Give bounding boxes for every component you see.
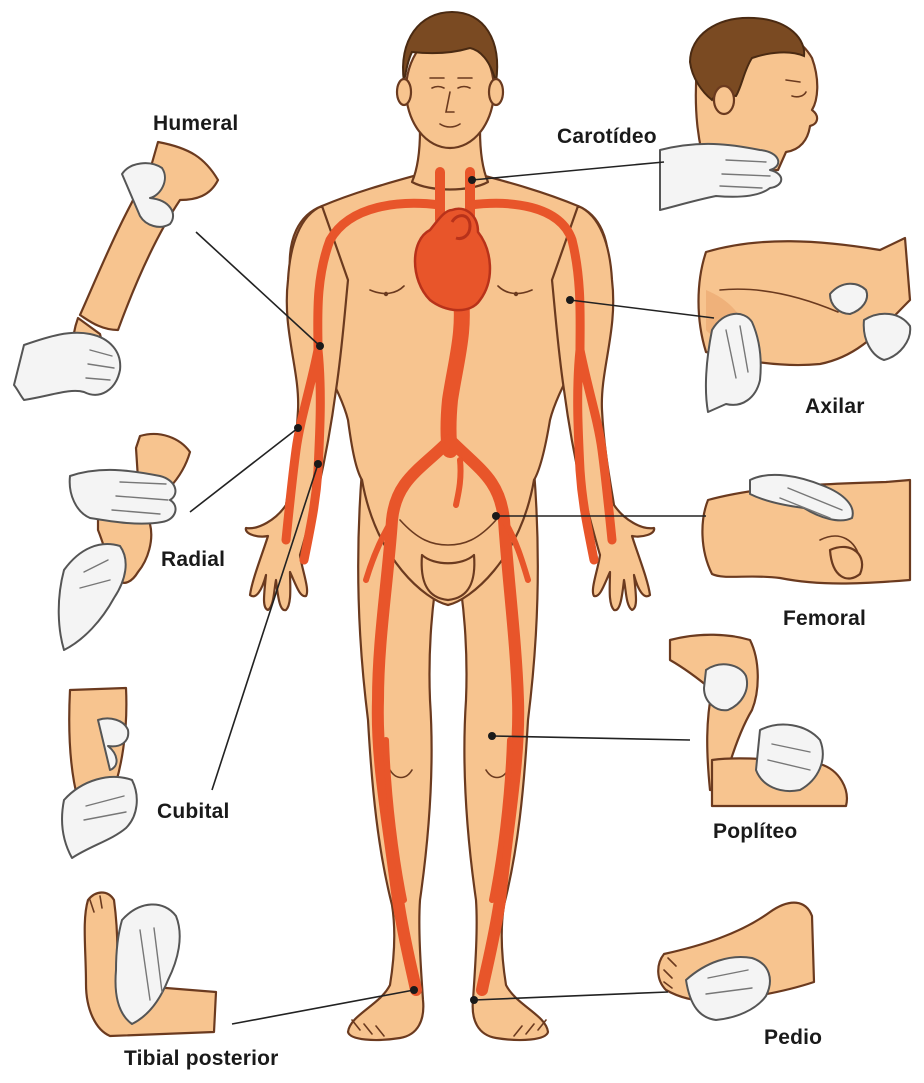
right-arm — [552, 206, 654, 610]
left-arm — [246, 206, 348, 610]
label-popliteo: Poplíteo — [713, 820, 797, 844]
axillary-illustration — [699, 238, 911, 412]
label-humeral: Humeral — [153, 112, 238, 136]
label-carotideo: Carotídeo — [557, 125, 657, 149]
femoral-illustration — [702, 475, 910, 584]
label-femoral: Femoral — [783, 607, 866, 631]
label-cubital: Cubital — [157, 800, 230, 824]
label-radial: Radial — [161, 548, 225, 572]
label-tibial-posterior: Tibial posterior — [124, 1047, 279, 1071]
label-axilar: Axilar — [805, 395, 865, 419]
carotid-illustration — [660, 18, 817, 210]
humeral-illustration — [14, 142, 218, 400]
popliteal-illustration — [670, 635, 847, 806]
dorsalis-pedis-illustration — [658, 903, 814, 1020]
tibial-illustration — [85, 893, 216, 1037]
label-pedio: Pedio — [764, 1026, 822, 1050]
radial-illustration — [59, 434, 190, 650]
cubital-illustration — [62, 688, 137, 858]
